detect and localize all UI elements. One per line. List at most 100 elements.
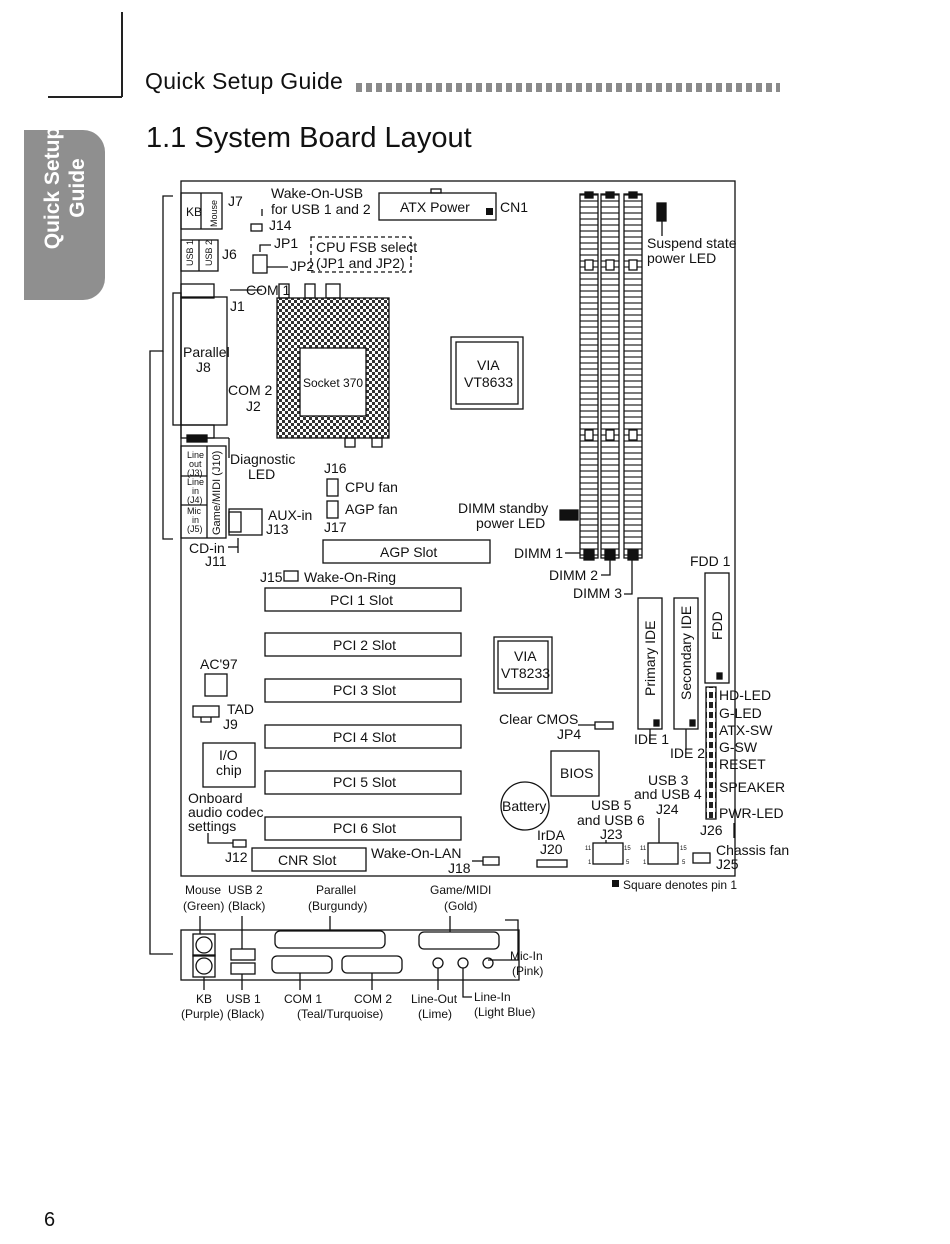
usb56-header (592, 842, 624, 865)
label-parallel-2: J8 (196, 359, 211, 375)
label-pci5: PCI 5 Slot (333, 774, 396, 790)
label-usb56-pin5: 5 (626, 860, 630, 866)
label-onboard-1: Onboard (188, 790, 242, 806)
label-pin1-note: Square denotes pin 1 (623, 878, 737, 892)
label-b-linein-2: (Light Blue) (474, 1005, 535, 1019)
pci3-slot (264, 678, 462, 703)
chapter-side-tab (24, 130, 105, 300)
usb34-header (647, 842, 679, 865)
label-b-kb-1: KB (196, 992, 212, 1006)
header-dotted-rule (356, 83, 780, 92)
label-mouse: Mouse (209, 200, 219, 227)
label-j23: J23 (600, 826, 623, 842)
com2-port (341, 955, 403, 974)
label-cd-in: CD-in (189, 540, 225, 556)
label-j12: J12 (225, 849, 248, 865)
label-b-parallel-2: (Burgundy) (308, 899, 367, 913)
j18-connector (482, 856, 500, 866)
label-j17: J17 (324, 519, 347, 535)
label-kb: KB (186, 205, 202, 219)
pci6-slot (264, 816, 462, 841)
label-com2: COM 2 (228, 382, 273, 398)
label-atx-power: ATX Power (400, 199, 470, 215)
label-aux-in: AUX-in (268, 507, 312, 523)
label-usb56-pin11: 11 (585, 846, 592, 852)
agp-slot (322, 539, 491, 564)
label-b-kb-2: (Purple) (181, 1007, 224, 1021)
page-number: 6 (44, 1209, 56, 1231)
label-reset: RESET (719, 756, 766, 772)
label-b-usb2-2: (Black) (228, 899, 265, 913)
label-b-linein-1: Line-In (474, 990, 511, 1004)
j15-connector (283, 570, 299, 582)
game-midi-port (418, 931, 500, 950)
label-primary-ide: Primary IDE (642, 621, 658, 696)
irda-connector (536, 859, 568, 868)
fdd-connector (704, 572, 730, 684)
label-clear-cmos: Clear CMOS (499, 711, 578, 727)
label-wake-lan: Wake-On-LAN (371, 845, 462, 861)
label-g-sw: G-SW (719, 739, 758, 755)
label-pci6: PCI 6 Slot (333, 820, 396, 836)
label-usb56-1: USB 5 (591, 797, 632, 813)
label-linein-3: (J4) (187, 495, 203, 505)
label-battery: Battery (502, 798, 546, 814)
label-cpu-fsb-2: (JP1 and JP2) (316, 255, 405, 271)
cpu-fsb-box (310, 236, 412, 273)
mic-in-jack (482, 957, 494, 969)
suspend-state-led (656, 202, 667, 222)
label-b-game-1: Game/MIDI (430, 883, 491, 897)
dimm-standby-led (559, 509, 579, 521)
label-b-usb1-1: USB 1 (226, 992, 261, 1006)
label-jp4: JP4 (557, 726, 581, 742)
label-pci4: PCI 4 Slot (333, 729, 396, 745)
label-mic-3: (J5) (187, 524, 203, 534)
label-io-2: chip (216, 762, 242, 778)
label-bios: BIOS (560, 765, 593, 781)
label-pwr-led: PWR-LED (719, 805, 784, 821)
label-diag-1: Diagnostic (230, 451, 295, 467)
jp1-jp2-jumpers (252, 254, 268, 274)
left-bracket-bottom (162, 351, 173, 540)
label-ide2: IDE 2 (670, 745, 705, 761)
cnr-slot (251, 847, 367, 872)
label-j6: J6 (222, 246, 237, 262)
label-usb34-pin5: 5 (682, 860, 686, 866)
dimm3-slot (623, 193, 643, 559)
label-b-com2: COM 2 (354, 992, 392, 1006)
jp4-clear-cmos (594, 721, 614, 730)
via-vt8633-chip (450, 336, 524, 410)
left-bracket-top (149, 195, 173, 955)
label-vt8233: VT8233 (501, 665, 550, 681)
label-b-game-2: (Gold) (444, 899, 477, 913)
label-suspend-2: power LED (647, 250, 716, 266)
label-b-com1: COM 1 (284, 992, 322, 1006)
label-usb34-pin15: 15 (680, 846, 687, 852)
cpu-fan-connector (326, 478, 339, 497)
io-chip (202, 742, 256, 788)
label-b-teal: (Teal/Turquoise) (297, 1007, 383, 1021)
label-socket-370: Socket 370 (303, 376, 363, 390)
label-usb34-2: and USB 4 (634, 786, 702, 802)
label-pci3: PCI 3 Slot (333, 682, 396, 698)
label-cpu-fsb-1: CPU FSB select (316, 239, 417, 255)
label-cn1: CN1 (500, 199, 528, 215)
pci4-slot (264, 724, 462, 749)
label-usb34-1: USB 3 (648, 772, 689, 788)
label-onboard-2: audio codec (188, 804, 264, 820)
battery (500, 781, 550, 831)
usb1-port (230, 962, 256, 975)
com1-port (271, 955, 333, 974)
label-usb34-pin11: 11 (640, 846, 647, 852)
label-j18: J18 (448, 860, 471, 876)
label-pci2: PCI 2 Slot (333, 637, 396, 653)
label-mic-1: Mic (187, 506, 201, 516)
label-lineout-2: out (189, 459, 202, 469)
label-vt8633: VT8633 (464, 374, 513, 390)
back-panel (180, 929, 520, 981)
bios-chip (550, 750, 600, 797)
label-diag-2: LED (248, 466, 275, 482)
label-linein-1: Line (187, 477, 204, 487)
parallel-port (274, 930, 386, 949)
label-b-micin-2: (Pink) (512, 964, 543, 978)
